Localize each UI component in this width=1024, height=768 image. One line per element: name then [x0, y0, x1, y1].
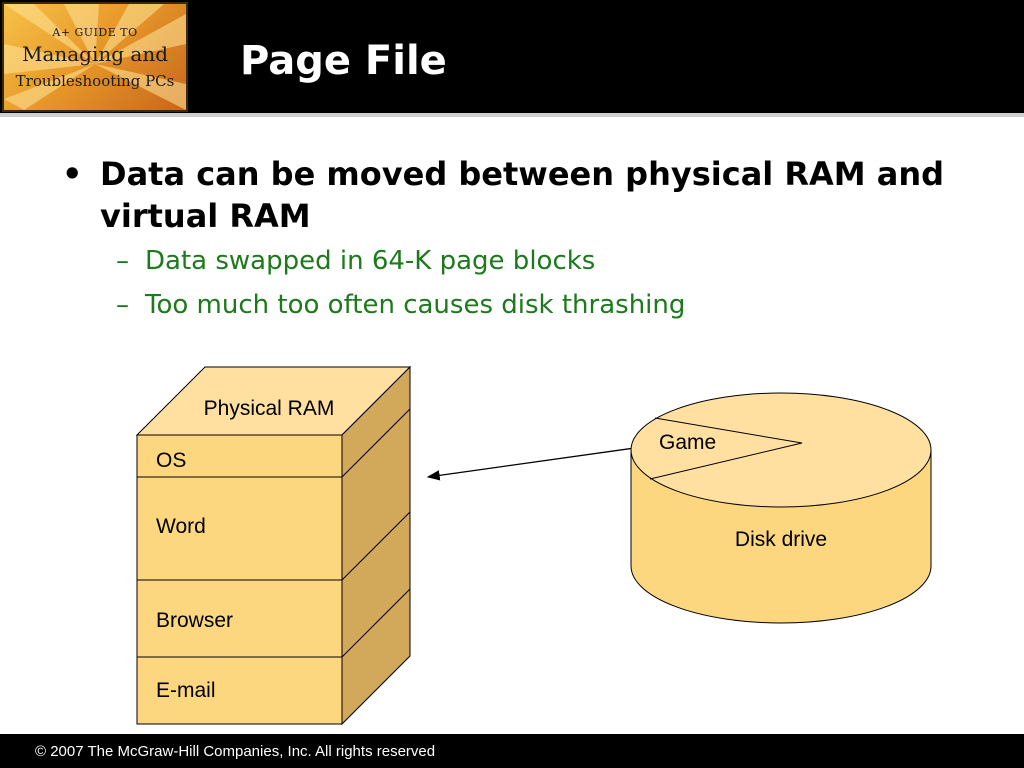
ram-label: Physical RAM — [204, 397, 335, 420]
bullet-item: • Data can be moved between physical RAM… — [62, 153, 962, 237]
copyright-text: © 2007 The McGraw-Hill Companies, Inc. A… — [35, 743, 436, 760]
swap-arrow — [426, 441, 658, 481]
ram-block-os: OS — [156, 449, 186, 472]
bullet-text: Data can be moved between physical RAM a… — [100, 155, 945, 235]
sub-bullet-text: Data swapped in 64-K page blocks — [145, 246, 596, 276]
sub-bullet-item: – Data swapped in 64-K page blocks — [62, 239, 962, 283]
ram-block-email: E-mail — [156, 679, 216, 702]
disk-top-face — [630, 392, 932, 508]
header-divider — [0, 113, 1024, 117]
sub-bullet-dash: – — [116, 246, 129, 276]
bullet-list: • Data can be moved between physical RAM… — [62, 153, 962, 327]
sub-bullet-dash: – — [116, 290, 129, 320]
disk-drive-cylinder: Game Disk drive — [630, 392, 932, 624]
header-bar: A+ GUIDE TO Managing and Troubleshooting… — [0, 0, 1024, 115]
disk-slice-label: Game — [659, 431, 716, 454]
sub-bullet-text: Too much too often causes disk thrashing — [145, 290, 686, 320]
logo-title-line1: Managing and — [21, 42, 169, 66]
ram-block-word: Word — [156, 515, 206, 538]
sub-bullet-item: – Too much too often causes disk thrashi… — [62, 283, 962, 327]
footer-bar: © 2007 The McGraw-Hill Companies, Inc. A… — [0, 734, 1024, 768]
disk-label: Disk drive — [735, 528, 827, 551]
logo-rays-graphic — [4, 4, 186, 110]
slide-title: Page File — [240, 38, 447, 84]
logo-title-line2: Troubleshooting PCs — [15, 72, 175, 90]
logo-small-text: A+ GUIDE TO — [52, 26, 138, 39]
physical-ram-stack: Physical RAM OS Word Browser E-mail — [135, 365, 412, 726]
bullet-dot: • — [62, 155, 83, 193]
book-logo: A+ GUIDE TO Managing and Troubleshooting… — [2, 2, 188, 112]
disk-game-slice — [649, 417, 803, 480]
ram-block-browser: Browser — [156, 609, 233, 632]
